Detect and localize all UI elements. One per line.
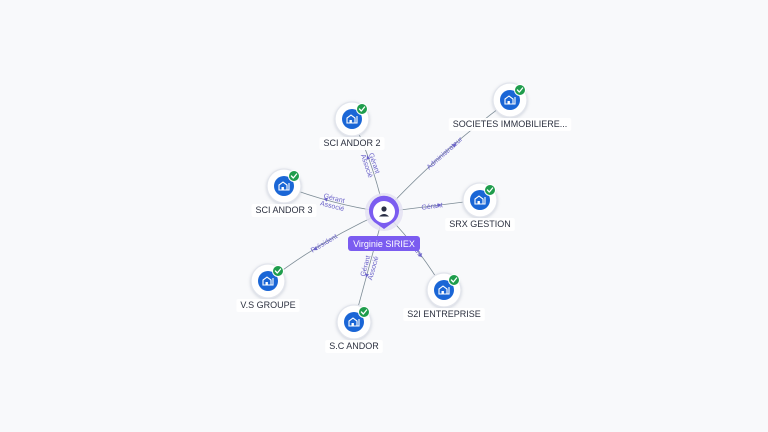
building-icon (348, 317, 360, 327)
company-node-sci-andor-2[interactable]: SCI ANDOR 2 (319, 101, 385, 150)
edge-label-group: Gérant (421, 202, 443, 212)
node-label-bg (251, 204, 317, 217)
node-icon-bg (500, 90, 520, 110)
verified-check-icon (514, 84, 526, 96)
edge-label: Président (310, 233, 339, 254)
node-icon-bg (470, 190, 490, 210)
edge-label: Administrateur (426, 136, 465, 172)
building-icon (262, 276, 274, 286)
building-icon (504, 95, 516, 105)
node-label: SCI ANDOR 2 (323, 138, 380, 148)
building-icon (278, 181, 290, 191)
building-icon (346, 114, 358, 124)
node-icon-bg (258, 271, 278, 291)
edge-arrow-icon (323, 197, 328, 202)
node-label-bg (319, 137, 385, 150)
company-node-s2i-entreprise[interactable]: S2I ENTREPRISE (403, 272, 485, 321)
company-node-vs-groupe[interactable]: V.S GROUPE (236, 263, 300, 312)
edge-arrow-icon (437, 203, 442, 208)
nodes-layer: SCI ANDOR 2 SOCIETES IMMOBILIERE... SCI AN… (236, 82, 572, 353)
node-label: SRX GESTION (449, 219, 511, 229)
node-label: V.S GROUPE (240, 300, 295, 310)
building-icon (438, 285, 450, 295)
node-label: SOCIETES IMMOBILIERE... (453, 119, 568, 129)
verified-check-icon (448, 274, 460, 286)
node-label: S.C ANDOR (329, 341, 379, 351)
edge-arrow-icon (366, 155, 371, 160)
node-label-bg (448, 118, 572, 131)
company-node-societes-immobiliere[interactable]: SOCIETES IMMOBILIERE... (448, 82, 572, 131)
center-node[interactable]: Virginie SIRIEX (348, 193, 420, 251)
edge-arrow-icon (417, 252, 422, 258)
node-label: SCI ANDOR 3 (255, 205, 312, 215)
node-icon-bg (344, 312, 364, 332)
node-icon-bg (342, 109, 362, 129)
person-icon (379, 206, 389, 217)
edge-label-group: Président (310, 233, 339, 254)
center-label-box (348, 236, 420, 251)
company-node-sci-andor-3[interactable]: SCI ANDOR 3 (251, 168, 317, 217)
edge-label: Gérant (421, 202, 443, 212)
edge-arrow-icon (365, 273, 370, 278)
verified-check-icon (356, 103, 368, 115)
verified-check-icon (288, 170, 300, 182)
node-icon-bg (274, 176, 294, 196)
node-label: S2I ENTREPRISE (407, 309, 481, 319)
verified-check-icon (358, 306, 370, 318)
verified-check-icon (484, 184, 496, 196)
edge-line (383, 99, 511, 213)
node-label-bg (403, 308, 485, 321)
edge-label-group: Administrateur (426, 136, 465, 172)
edge-arrow-icon (313, 246, 318, 251)
node-label-bg (325, 340, 383, 353)
node-label-bg (445, 218, 515, 231)
node-icon-bg (434, 280, 454, 300)
company-node-srx-gestion[interactable]: SRX GESTION (445, 182, 515, 231)
verified-check-icon (272, 265, 284, 277)
company-node-sc-andor[interactable]: S.C ANDOR (325, 304, 383, 353)
edge-arrow-icon (452, 143, 457, 148)
center-label: Virginie SIRIEX (353, 239, 415, 249)
node-label-bg (236, 299, 300, 312)
building-icon (474, 195, 486, 205)
center-node-inner (373, 201, 395, 223)
